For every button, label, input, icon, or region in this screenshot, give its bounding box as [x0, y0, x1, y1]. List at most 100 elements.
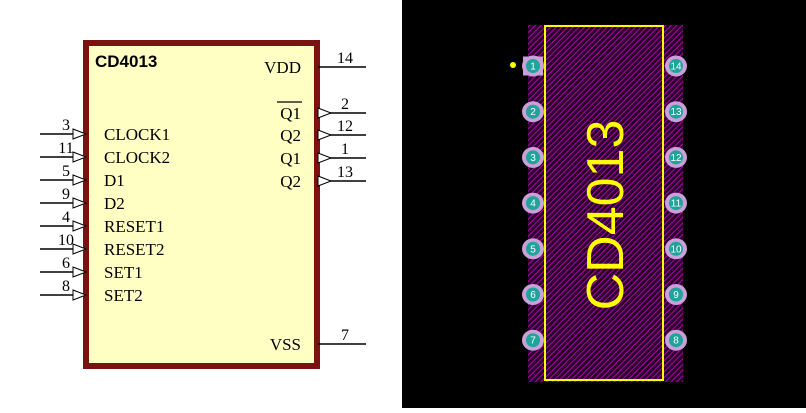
pin-label: Q1	[280, 149, 301, 168]
pad-11[interactable]: 11	[665, 192, 687, 214]
pad-5[interactable]: 5	[522, 238, 544, 260]
footprint-body[interactable]	[528, 25, 683, 382]
pin-q1[interactable]: 1 Q1	[280, 141, 366, 168]
pad-14[interactable]: 14	[665, 55, 687, 77]
pin-set1[interactable]: 6 SET1	[40, 255, 143, 282]
pad-number: 7	[530, 336, 536, 347]
input-arrow	[72, 151, 88, 163]
pin-label: RESET1	[104, 217, 164, 236]
pad-hole	[669, 196, 683, 211]
pad-6[interactable]: 6	[522, 284, 544, 305]
pad-12[interactable]: 12	[665, 146, 687, 168]
pin-clock1[interactable]: 3 CLOCK1	[40, 117, 170, 144]
pin-number: 14	[337, 50, 353, 67]
pin-number: 12	[337, 118, 353, 135]
pad-10[interactable]: 10	[665, 238, 687, 260]
pad-hole	[669, 104, 683, 119]
pin-q1-bar[interactable]: 2 Q1	[277, 96, 366, 123]
pin-number: 4	[62, 209, 70, 226]
pin-label: SET2	[104, 286, 143, 305]
pin-d1[interactable]: 5 D1	[40, 163, 125, 190]
pin-label: Q2	[280, 126, 301, 145]
pin-number: 8	[62, 278, 70, 295]
pad-hole	[526, 59, 540, 73]
pad-number: 14	[670, 62, 682, 73]
pad-3[interactable]: 3	[522, 146, 544, 168]
pad-number: 12	[670, 153, 682, 164]
pad-number: 11	[671, 199, 682, 210]
footprint-label: CD4013	[577, 120, 635, 311]
pad-number: 2	[530, 107, 536, 118]
pin-label: SET1	[104, 263, 143, 282]
pin-number: 11	[58, 140, 73, 157]
pad-13[interactable]: 13	[665, 101, 687, 123]
pin-label: Q1	[280, 104, 301, 123]
pad-hole	[526, 196, 540, 211]
pin-number: 5	[62, 163, 70, 180]
pad-4[interactable]: 4	[522, 192, 544, 214]
left-pads: 1 2 3 4 5 6 7	[522, 55, 544, 351]
pad-hole	[526, 150, 540, 165]
pad-9[interactable]: 9	[665, 284, 687, 305]
pin-number: 2	[341, 96, 349, 113]
pin-vdd[interactable]: 14 VDD	[264, 50, 366, 77]
pin-label: VDD	[264, 58, 301, 77]
pad-1[interactable]: 1	[522, 55, 544, 77]
pad-hole	[669, 59, 683, 73]
output-arrow	[317, 107, 333, 119]
pin-reset2[interactable]: 10 RESET2	[40, 232, 164, 259]
pin-label: RESET2	[104, 240, 164, 259]
pin-number: 3	[62, 117, 70, 134]
pin-set2[interactable]: 8 SET2	[40, 278, 143, 305]
input-arrow	[72, 197, 88, 209]
pad-8[interactable]: 8	[665, 329, 687, 351]
input-arrow	[72, 289, 88, 301]
part-title: CD4013	[95, 52, 157, 71]
pad-7[interactable]: 7	[522, 329, 544, 351]
pin-label: Q2	[280, 172, 301, 191]
input-arrow	[72, 243, 88, 255]
pad-number: 3	[530, 153, 536, 164]
pad-hole	[526, 104, 540, 119]
output-arrow	[317, 129, 333, 141]
pad-number: 9	[673, 290, 679, 301]
ic-body[interactable]	[83, 40, 320, 369]
pad-number: 4	[530, 199, 536, 210]
pad-number: 13	[670, 107, 682, 118]
pin-number: 1	[341, 141, 349, 158]
pad-hole	[669, 241, 683, 256]
right-pads: 14 13 12 11 10 9 8	[665, 55, 687, 351]
pin-vss[interactable]: 7 VSS	[270, 327, 366, 354]
pad-number: 1	[530, 62, 536, 73]
output-arrow	[317, 175, 333, 187]
input-arrow	[72, 220, 88, 232]
pin-number: 6	[62, 255, 70, 272]
pin-label: VSS	[270, 335, 301, 354]
pin-number: 10	[58, 232, 74, 249]
pad-number: 6	[530, 290, 536, 301]
pin-q2[interactable]: 12 Q2	[280, 118, 366, 145]
pad-number: 8	[673, 336, 679, 347]
pad-hole	[669, 333, 683, 348]
input-arrow	[72, 266, 88, 278]
pin-number: 7	[341, 327, 349, 344]
pin1-marker-dot	[510, 62, 516, 68]
pin-label: CLOCK1	[104, 125, 170, 144]
pad-hole	[669, 150, 683, 165]
pad-hole	[526, 287, 540, 302]
pin-label: D1	[104, 171, 125, 190]
pad-2[interactable]: 2	[522, 101, 544, 123]
pin-reset1[interactable]: 4 RESET1	[40, 209, 164, 236]
pad-number: 5	[530, 244, 536, 255]
silkscreen-outline	[544, 25, 664, 381]
input-arrow	[72, 174, 88, 186]
